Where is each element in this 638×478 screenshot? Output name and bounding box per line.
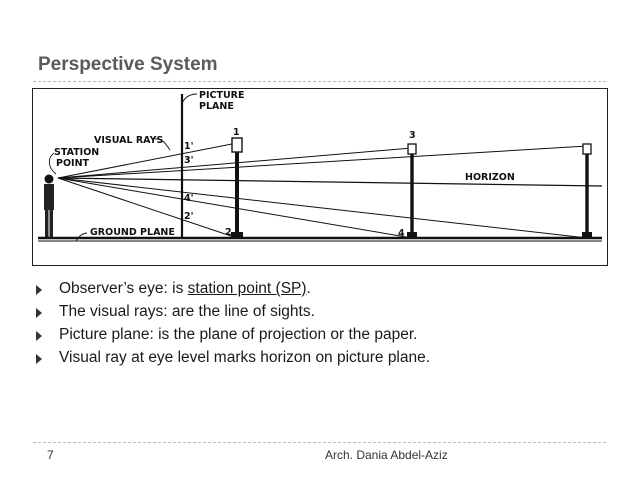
bullet-arrow-icon <box>36 308 42 318</box>
perspective-diagram: PICTURE PLANE VISUAL RAYS STATION POINT … <box>32 88 608 266</box>
marker-1: 1 <box>233 127 240 138</box>
marker-1-prime: 1' <box>184 141 194 152</box>
station-point-label-line2: POINT <box>56 158 90 169</box>
footer-author: Arch. Dania Abdel-Aziz <box>325 448 448 462</box>
bullet-item: Picture plane: is the plane of projectio… <box>36 326 430 349</box>
ray-to-far-top <box>57 145 588 179</box>
bullet-text: The visual rays: are the line of sights. <box>59 303 315 320</box>
marker-2: 2 <box>225 227 232 238</box>
ground-plane-label: GROUND PLANE <box>90 227 175 238</box>
visual-rays-leader <box>154 138 171 151</box>
footer-divider <box>33 442 606 443</box>
marker-2-prime: 2' <box>184 211 194 222</box>
ray-to-1 <box>57 142 238 179</box>
horizon-line <box>57 177 603 187</box>
ground-plane-leader <box>75 232 88 242</box>
bullet-text: Picture plane: is the plane of projectio… <box>59 326 418 343</box>
bullet-text-suffix: . <box>306 280 311 297</box>
bullet-list: Observer’s eye: is station point (SP). T… <box>36 280 430 372</box>
bullet-item: Visual ray at eye level marks horizon on… <box>36 349 430 372</box>
slide-title: Perspective System <box>38 54 218 75</box>
title-divider <box>33 81 606 82</box>
diagram-frame <box>32 88 608 266</box>
bullet-text: Visual ray at eye level marks horizon on… <box>59 349 431 366</box>
visual-rays-label: VISUAL RAYS <box>94 135 164 146</box>
marker-3-prime: 3' <box>184 155 194 166</box>
station-point-label-line1: STATION <box>54 147 99 158</box>
marker-4-prime: 4' <box>184 193 194 204</box>
bullet-arrow-icon <box>36 285 42 295</box>
picture-plane-leader <box>181 93 198 111</box>
bullet-text: Observer’s eye: is <box>59 280 188 297</box>
picture-plane-label-line1: PICTURE <box>199 90 244 101</box>
perspective-diagram-svg: PICTURE PLANE VISUAL RAYS STATION POINT … <box>32 88 608 266</box>
bullet-item: Observer’s eye: is station point (SP). <box>36 280 430 303</box>
marker-3: 3 <box>409 130 416 141</box>
marker-4: 4 <box>398 228 405 239</box>
picture-plane-label-line2: PLANE <box>199 101 234 112</box>
ray-to-far-bottom <box>57 177 588 239</box>
station-point-link[interactable]: station point (SP) <box>187 280 307 297</box>
station-point-leader <box>48 152 57 175</box>
lamp-post-middle <box>407 143 417 238</box>
ray-to-2 <box>57 177 238 239</box>
bullet-item: The visual rays: are the line of sights. <box>36 303 430 326</box>
label-leaders <box>48 93 198 242</box>
lamp-post-far <box>582 143 592 238</box>
observer-figure <box>44 174 54 237</box>
horizon-label: HORIZON <box>465 172 515 183</box>
bullet-arrow-icon <box>36 354 42 364</box>
lamp-post-near <box>231 137 243 238</box>
page-number: 7 <box>47 448 54 462</box>
bullet-arrow-icon <box>36 331 42 341</box>
